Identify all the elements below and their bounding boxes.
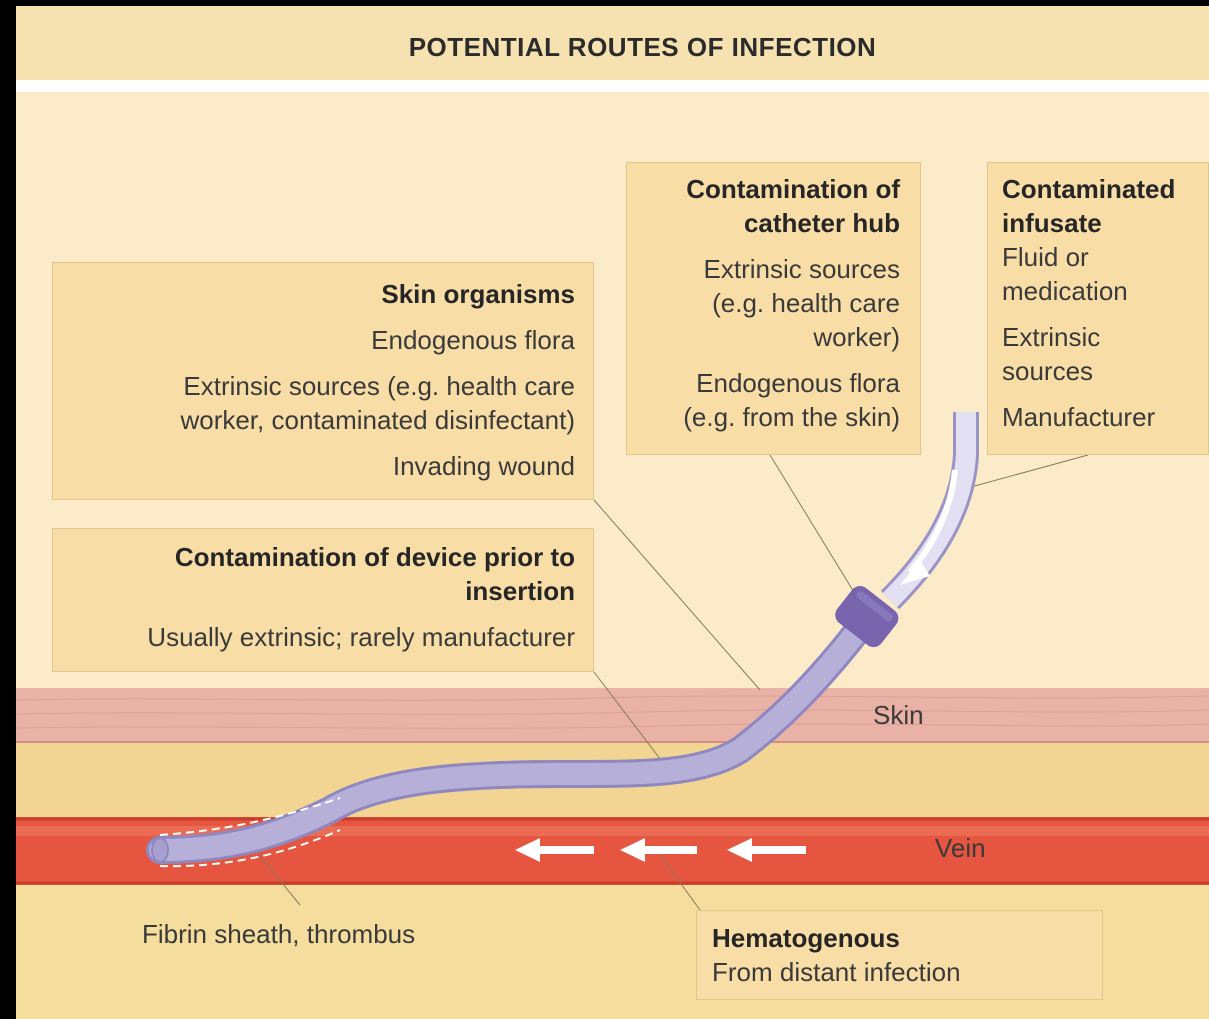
fibrin-label: Fibrin sheath, thrombus: [142, 919, 415, 950]
hub-endogenous-a: Endogenous flora: [637, 366, 900, 400]
hub-heading-a: Contamination of: [637, 172, 900, 206]
catheter-hub-box: Contamination of catheter hub Extrinsic …: [626, 162, 921, 455]
skin-label: Skin: [873, 700, 924, 731]
skin-organisms-endogenous: Endogenous flora: [71, 323, 575, 357]
hub-endogenous-b: (e.g. from the skin): [637, 400, 900, 434]
skin-organisms-extrinsic-b: worker, contaminated disinfectant): [71, 403, 575, 437]
device-detail: Usually extrinsic; rarely manufacturer: [71, 620, 575, 654]
device-heading-a: Contamination of device prior to: [71, 540, 575, 574]
device-heading-b: insertion: [71, 574, 575, 608]
hematogenous-detail: From distant infection: [712, 955, 1088, 989]
hematogenous-heading: Hematogenous: [712, 921, 1088, 955]
hub-heading-b: catheter hub: [637, 206, 900, 240]
skin-organisms-heading: Skin organisms: [71, 277, 575, 311]
infusate-box: Contaminated infusate Fluid or medicatio…: [987, 162, 1209, 455]
hub-extrinsic-b: (e.g. health care: [637, 286, 900, 320]
infusate-heading-a: Contaminated: [1002, 172, 1200, 206]
skin-organisms-extrinsic-a: Extrinsic sources (e.g. health care: [71, 369, 575, 403]
infusate-heading-b: infusate: [1002, 206, 1200, 240]
infusate-extrinsic-a: Extrinsic: [1002, 320, 1200, 354]
infusate-manufacturer: Manufacturer: [1002, 400, 1200, 434]
infusate-extrinsic-b: sources: [1002, 354, 1200, 388]
hematogenous-box: Hematogenous From distant infection: [696, 910, 1103, 1000]
infusate-fluid-b: medication: [1002, 274, 1200, 308]
vein-label: Vein: [935, 833, 986, 864]
skin-organisms-box: Skin organisms Endogenous flora Extrinsi…: [52, 262, 594, 500]
infusate-fluid-a: Fluid or: [1002, 240, 1200, 274]
hub-extrinsic-a: Extrinsic sources: [637, 252, 900, 286]
device-contamination-box: Contamination of device prior to inserti…: [52, 528, 594, 672]
hub-extrinsic-c: worker): [637, 320, 900, 354]
skin-organisms-wound: Invading wound: [71, 449, 575, 483]
